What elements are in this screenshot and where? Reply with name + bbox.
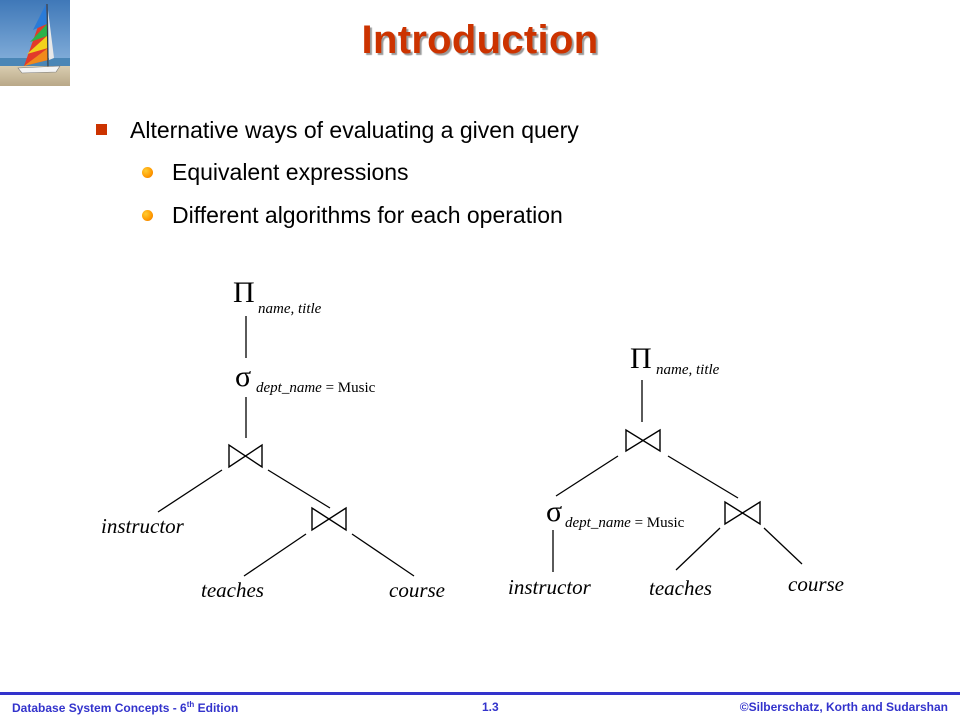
footer-page-number: 1.3 bbox=[482, 700, 499, 714]
relation-course: course bbox=[788, 572, 844, 596]
selection-symbol: σ bbox=[235, 360, 251, 393]
bullet-item: Alternative ways of evaluating a given q… bbox=[96, 114, 896, 150]
relation-instructor: instructor bbox=[101, 514, 185, 538]
join-symbol bbox=[228, 443, 263, 469]
sub-bullet-text: Different algorithms for each operation bbox=[172, 202, 563, 228]
relation-teaches: teaches bbox=[201, 578, 264, 602]
round-bullet-icon bbox=[142, 210, 153, 221]
projection-attributes: name, title bbox=[258, 301, 322, 317]
svg-text:dept_name = Music: dept_name = Music bbox=[565, 515, 685, 531]
projection-symbol: Π bbox=[233, 276, 255, 309]
footer-book-title: Database System Concepts - 6th Edition bbox=[12, 700, 239, 715]
selection-condition: = Music bbox=[631, 515, 685, 531]
bullet-text: Alternative ways of evaluating a given q… bbox=[130, 117, 579, 143]
projection-attributes: name, title bbox=[656, 362, 720, 378]
projection-symbol: Π bbox=[630, 342, 652, 375]
relation-instructor: instructor bbox=[508, 575, 592, 599]
sailboat-logo-icon bbox=[0, 0, 70, 86]
selection-attribute: dept_name bbox=[256, 380, 322, 396]
svg-text:dept_name = Music: dept_name = Music bbox=[256, 380, 376, 396]
join-symbol bbox=[625, 428, 661, 453]
left-query-tree: Π name, title σ dept_name = Music instru… bbox=[101, 276, 445, 602]
sub-bullet-text: Equivalent expressions bbox=[172, 159, 409, 185]
square-bullet-icon bbox=[96, 124, 107, 135]
right-query-tree: Π name, title σ dept_name = Music instru… bbox=[508, 342, 844, 600]
round-bullet-icon bbox=[142, 167, 153, 178]
relation-teaches: teaches bbox=[649, 576, 712, 600]
bullet-list: Alternative ways of evaluating a given q… bbox=[96, 114, 896, 242]
slide-title: Introduction bbox=[361, 18, 599, 62]
footer-divider bbox=[0, 692, 960, 695]
sub-bullet-item: Equivalent expressions bbox=[140, 156, 896, 199]
relation-course: course bbox=[389, 578, 445, 602]
join-symbol bbox=[724, 500, 761, 526]
sub-bullet-item: Different algorithms for each operation bbox=[140, 199, 896, 242]
footer-copyright: ©Silberschatz, Korth and Sudarshan bbox=[739, 700, 948, 714]
selection-symbol: σ bbox=[546, 495, 562, 528]
join-symbol bbox=[311, 506, 347, 532]
selection-condition: = Music bbox=[322, 380, 376, 396]
selection-attribute: dept_name bbox=[565, 515, 631, 531]
